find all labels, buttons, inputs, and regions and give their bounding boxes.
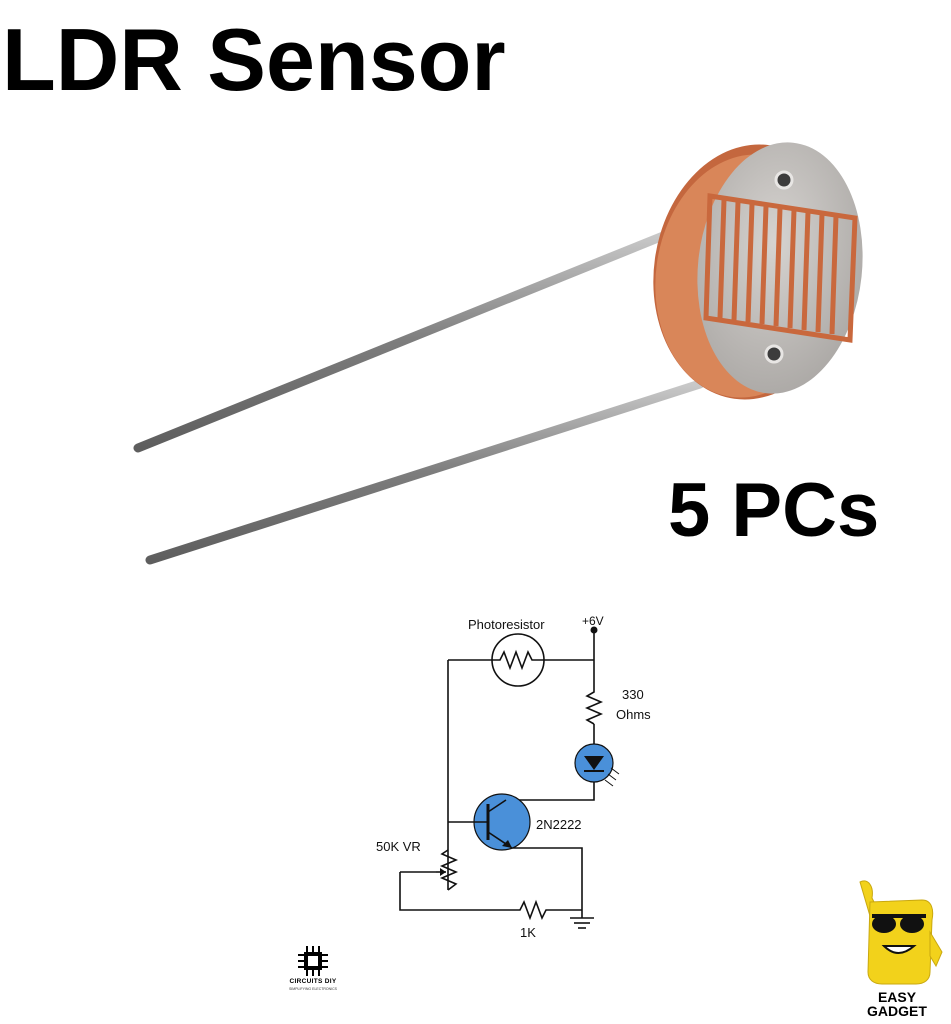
ldr-hole-bottom xyxy=(764,344,784,364)
transistor-label: 2N2222 xyxy=(536,817,582,832)
resistor-330-value: 330 xyxy=(622,687,644,702)
ldr-lead-upper xyxy=(133,229,673,453)
circuit-schematic: Photoresistor +6V 330 Ohms 2N2222 50K VR… xyxy=(360,600,660,950)
resistor-330-symbol xyxy=(584,688,604,725)
page-title: LDR Sensor xyxy=(2,10,506,109)
ldr-photo xyxy=(133,142,863,565)
easy-gadget-word-gadget: GADGET xyxy=(867,1003,927,1019)
resistor-330-unit: Ohms xyxy=(616,707,651,722)
potentiometer-symbol xyxy=(436,849,459,891)
easy-gadget-logo: EASY GADGET xyxy=(846,876,948,1022)
resistor-1k-symbol xyxy=(516,899,548,921)
circuits-diy-logo: CIRCUITS DIY SIMPLIFYING ELECTRONICS xyxy=(278,944,348,996)
ldr-serpentine-track xyxy=(703,193,858,343)
circuits-diy-brand: CIRCUITS DIY xyxy=(289,978,337,985)
quantity-label: 5 PCs xyxy=(668,468,880,553)
ldr-lead-lower xyxy=(145,379,705,565)
ldr-hole-top xyxy=(774,170,794,190)
easy-gadget-word-easy: EASY xyxy=(877,989,917,1005)
photoresistor-symbol xyxy=(491,633,545,687)
transistor-symbol xyxy=(473,793,531,851)
chip-icon xyxy=(298,946,328,976)
gadget-mascot-icon xyxy=(859,880,943,985)
supply-label: +6V xyxy=(582,614,604,628)
ground-symbol xyxy=(570,917,594,929)
base-resistor-label: 1K xyxy=(520,925,536,940)
schematic-diagram xyxy=(399,626,620,929)
circuits-diy-tagline: SIMPLIFYING ELECTRONICS xyxy=(288,987,338,991)
pot-label: 50K VR xyxy=(376,839,421,854)
photoresistor-label: Photoresistor xyxy=(468,617,545,632)
led-symbol xyxy=(574,743,620,787)
supply-node xyxy=(590,626,598,634)
